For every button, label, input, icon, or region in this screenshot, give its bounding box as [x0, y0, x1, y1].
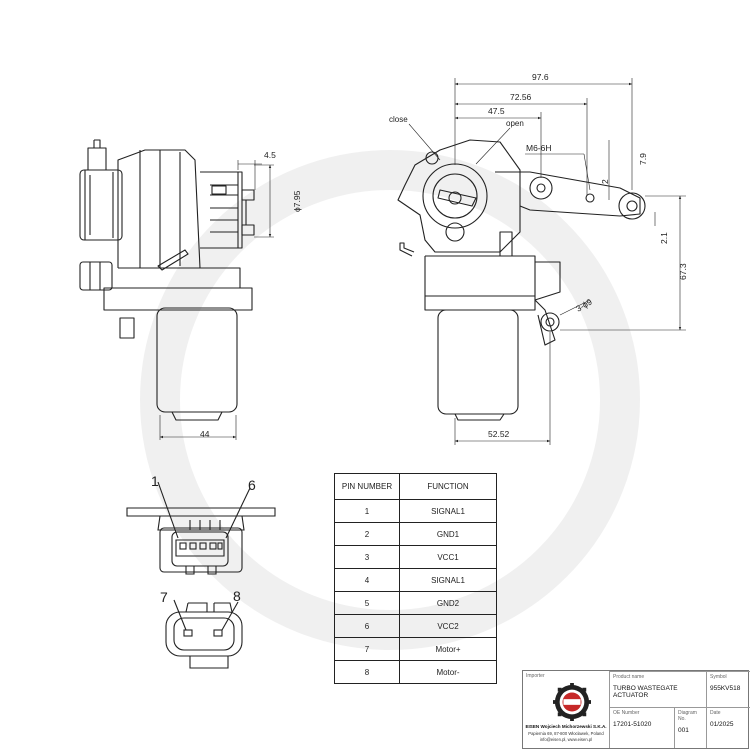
function-cell: SIGNAL1: [399, 568, 497, 592]
date-value: 01/2025: [710, 721, 734, 728]
dim-2: 2: [600, 179, 610, 184]
function-cell: VCC2: [399, 614, 497, 638]
diagram-number: 001: [678, 727, 689, 734]
label-open: open: [506, 119, 524, 128]
pin-cell: 3: [334, 545, 400, 569]
title-block: Importer EISEN Wojciech Michorzewski S.K…: [522, 670, 750, 749]
pin-cell: 2: [334, 522, 400, 546]
function-cell: VCC1: [399, 545, 497, 569]
pin-label-6: 6: [248, 477, 256, 493]
function-cell: SIGNAL1: [399, 499, 497, 523]
company-logo: [553, 683, 591, 721]
dim-2-1: 2.1: [659, 232, 669, 244]
motor-connector: [165, 599, 243, 669]
date-label: Date: [710, 710, 721, 716]
oe-label: OE Number: [613, 710, 640, 716]
importer-address: Papiernia 69, 87-800 Włocławek, Poland: [528, 731, 604, 736]
diagram-cell: Diagram No. 001: [674, 707, 706, 748]
dim-72-56: 72.56: [510, 92, 532, 102]
dim-97-6: 97.6: [532, 72, 549, 82]
function-cell: GND2: [399, 591, 497, 615]
oe-cell: OE Number 17201-51020: [609, 707, 674, 748]
function-cell: Motor+: [399, 637, 497, 661]
symbol-value: 955KV518: [710, 685, 741, 692]
product-label: Product name: [613, 674, 645, 680]
pin-table-header: PIN NUMBER FUNCTION: [334, 473, 497, 500]
pin-cell: 6: [334, 614, 400, 638]
function-cell: GND1: [399, 522, 497, 546]
dim-7-9: 7.9: [638, 153, 648, 165]
signal-connector: [126, 481, 276, 575]
dim-44: 44: [200, 429, 210, 439]
product-cell: Product name TURBO WASTEGATE ACTUATOR: [609, 671, 706, 707]
header-pin-number: PIN NUMBER: [334, 473, 400, 500]
dim-4-5: 4.5: [264, 150, 276, 160]
dim-m6-6h: M6-6H: [526, 143, 552, 153]
importer-cell: Importer EISEN Wojciech Michorzewski S.K…: [523, 671, 609, 748]
dim-52-52: 52.52: [488, 429, 510, 439]
pin-cell: 4: [334, 568, 400, 592]
front-view-dimensions: [408, 78, 686, 445]
header-function: FUNCTION: [399, 473, 497, 500]
pin-label-7: 7: [160, 589, 168, 605]
diagram-label: Diagram No.: [678, 710, 697, 722]
pin-cell: 1: [334, 499, 400, 523]
symbol-label: Symbol: [710, 674, 727, 680]
pin-cell: 8: [334, 660, 400, 684]
pin-cell: 5: [334, 591, 400, 615]
date-cell: Date 01/2025: [706, 707, 750, 748]
dim-diam-7-95: ϕ7.95: [292, 190, 302, 212]
pin-cell: 7: [334, 637, 400, 661]
side-view-dimensions: [159, 160, 274, 440]
pin-label-8: 8: [233, 588, 241, 604]
importer-label: Importer: [526, 673, 545, 679]
symbol-cell: Symbol 955KV518: [706, 671, 750, 707]
label-close: close: [389, 115, 408, 124]
importer-name: EISEN Wojciech Michorzewski S.K.A.: [525, 724, 607, 729]
front-view: [397, 139, 646, 421]
importer-web: info@eisen.pl, www.eisen.pl: [539, 737, 593, 742]
side-view: [79, 139, 255, 421]
oe-number: 17201-51020: [613, 721, 652, 728]
pin-label-1: 1: [151, 473, 159, 489]
dim-47-5: 47.5: [488, 106, 505, 116]
dim-67-3: 67.3: [678, 263, 688, 280]
product-name: TURBO WASTEGATE ACTUATOR: [613, 685, 678, 699]
function-cell: Motor-: [399, 660, 497, 684]
